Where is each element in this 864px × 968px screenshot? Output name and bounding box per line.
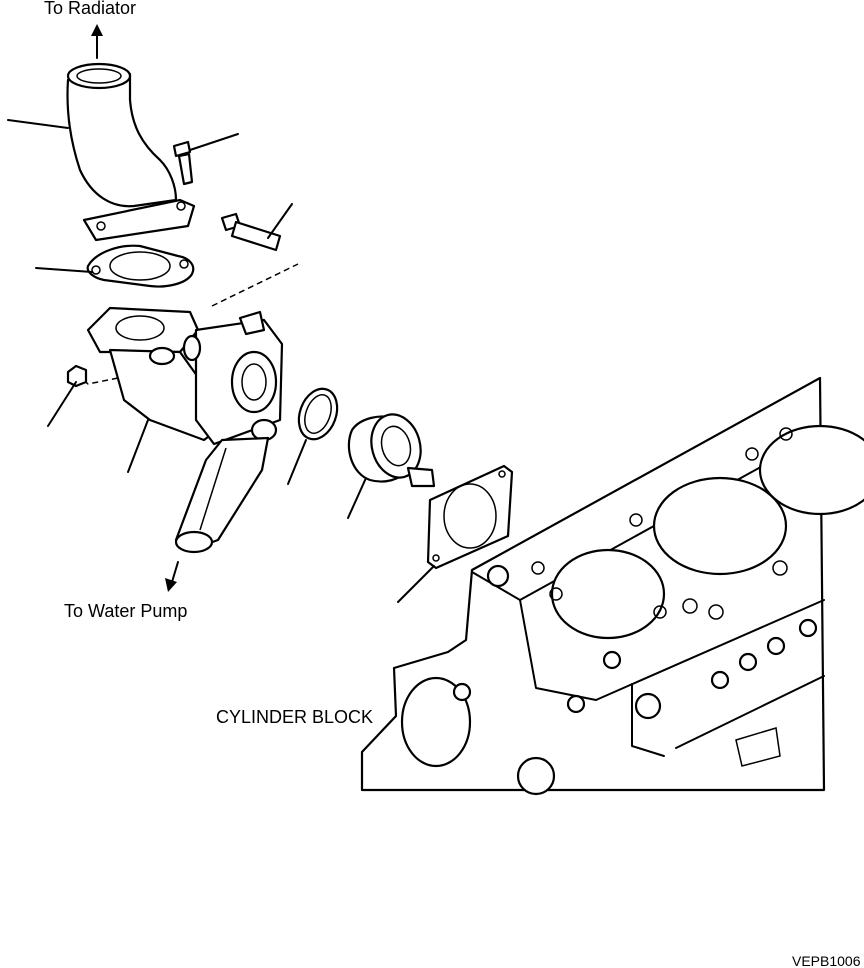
leader-thermostat [347,477,367,519]
cylinder-bore-2 [652,476,788,576]
label-to-radiator: To Radiator [44,0,136,18]
leader-thermostat-housing [127,419,149,473]
long-bolt [220,212,282,252]
leader-long-bolt [267,203,293,239]
leader-short-bolt [189,133,239,151]
drain-plug [66,364,88,388]
leader-housing-gasket [397,565,435,603]
short-bolt [172,140,194,186]
leader-drain-plug [47,381,77,427]
arrow-to-radiator [91,24,103,59]
outlet-elbow-pipe [66,62,196,242]
dashed-guide-bolt [211,263,299,307]
leader-o-ring [287,439,307,485]
arrow-to-water-pump [165,561,179,592]
o-ring [297,387,339,441]
cylinder-block [360,376,864,796]
label-cylinder-block: CYLINDER BLOCK [216,707,373,727]
thermostat [347,413,436,488]
cylinder-bore-3 [758,424,864,516]
leader-outlet-pipe [7,119,69,129]
figure-code: VEPB1006 [792,953,861,968]
label-to-water-pump: To Water Pump [64,601,187,621]
leader-outlet-gasket [35,267,93,273]
thermostat-housing [86,306,284,554]
cylinder-bore-1 [550,548,666,640]
outlet-gasket [86,244,195,288]
housing-gasket [426,464,514,570]
